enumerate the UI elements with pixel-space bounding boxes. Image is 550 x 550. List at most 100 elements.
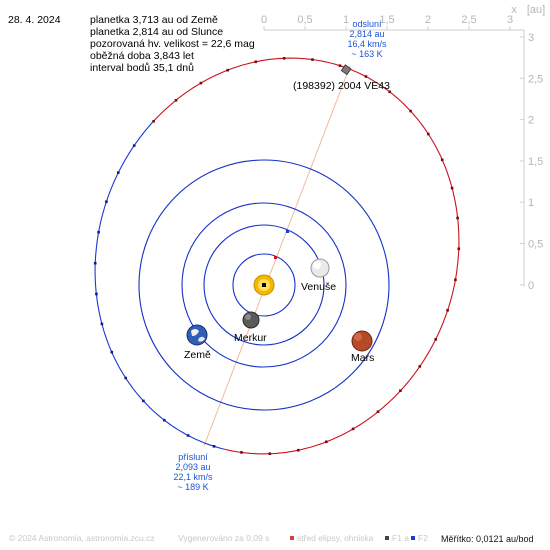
x-axis-tick-label: 2,5	[461, 14, 476, 26]
y-axis-unit: [au]	[527, 4, 545, 16]
asteroid-position-dot	[418, 365, 422, 368]
y-axis-tick-label: 0	[528, 280, 534, 292]
mars-label: Mars	[351, 352, 374, 364]
sun-icon	[253, 274, 275, 296]
asteroid-position-dot	[376, 410, 380, 413]
asteroid-position-dot	[440, 158, 444, 162]
asteroid-position-dot	[446, 309, 449, 312]
info-line: planetka 3,713 au od Země	[90, 14, 218, 26]
asteroid-position-dot	[132, 144, 136, 147]
asteroid-position-dot	[454, 278, 457, 282]
scale-text: Měřítko: 0,0121 au/bod	[441, 534, 534, 544]
planet-orbits	[138, 159, 390, 411]
mercury-icon	[242, 311, 260, 329]
asteroid-position-dot	[409, 109, 412, 113]
mars-orbit	[138, 159, 390, 411]
legend-f2-marker	[411, 536, 415, 540]
y-axis-tick-label: 1,5	[528, 156, 543, 168]
asteroid-position-dot	[388, 90, 391, 94]
legend-f1-marker	[385, 536, 389, 540]
mercury-label: Merkur	[234, 332, 267, 344]
asteroid-position-dot	[311, 58, 314, 61]
asteroid-position-dot	[338, 64, 342, 67]
x-axis-tick-label: 0	[261, 14, 267, 26]
x-axis-tick-label: 1,5	[379, 14, 394, 26]
y-axis-tick-label: 1	[528, 197, 534, 209]
asteroid-position-dot	[95, 292, 98, 296]
asteroid-position-dot	[212, 445, 216, 448]
asteroid-position-dot	[456, 216, 459, 220]
asteroid-position-dot	[105, 200, 108, 203]
info-line: pozorovaná hv. velikost = 22,6 mag	[90, 38, 255, 50]
x-axis-tick-label: 1	[343, 14, 349, 26]
x-axis-tick-label: 2	[425, 14, 431, 26]
aphelion-title: odsluní	[352, 19, 382, 29]
focus-marker	[286, 230, 289, 233]
copyright-text: © 2024 Astronomia, astronomia.zcu.cz	[9, 533, 155, 543]
asteroid-position-dot	[100, 322, 104, 326]
asteroid-position-dot	[186, 434, 190, 437]
asteroid-name-label: (198392) 2004 VE43	[293, 80, 390, 92]
asteroid-position-dot	[110, 350, 114, 354]
asteroid-orbit-blue-arc	[94, 120, 224, 450]
info-line: oběžná doba 3,843 let	[90, 50, 194, 62]
asteroid-position-dot	[282, 57, 286, 60]
asteroid-position-dot	[117, 171, 120, 174]
asteroid-orbit-red-arc	[153, 57, 460, 455]
y-axis-tick-label: 2,5	[528, 73, 543, 85]
asteroid-position-dot	[254, 60, 257, 64]
asteroid-position-dot	[199, 81, 203, 85]
aphelion-label: odsluní 2,814 au 16,4 km/s ~ 163 K	[347, 19, 387, 59]
asteroid-position-dot	[364, 75, 368, 78]
legend-f1-text: F1 a	[392, 533, 409, 543]
asteroid-position-dot	[240, 451, 243, 454]
x-axis-tick-label: 3	[507, 14, 513, 26]
asteroid-position-dot	[93, 261, 97, 265]
asteroid-icon	[340, 64, 352, 76]
x-axis-label: x	[511, 4, 517, 16]
asteroid-position-dot	[325, 440, 328, 444]
asteroid-position-dot	[226, 68, 229, 72]
asteroid-position-dot	[427, 132, 430, 136]
perihelion-speed: 22,1 km/s	[173, 472, 213, 482]
earth-label: Země	[184, 349, 211, 361]
asteroid-position-dot	[163, 418, 166, 422]
mercury-orbit	[232, 253, 296, 317]
perihelion-temperature: ~ 189 K	[177, 482, 208, 492]
earth-icon	[186, 324, 208, 346]
asteroid-position-dot	[457, 247, 461, 251]
info-line: interval bodů 35,1 dnů	[90, 62, 194, 74]
asteroid-position-points	[93, 57, 461, 455]
y-axis-tick-label: 0,5	[528, 239, 543, 251]
asteroid-position-dot	[399, 389, 402, 392]
aphelion-temperature: ~ 163 K	[351, 49, 382, 59]
venus-icon	[310, 258, 330, 278]
asteroid-position-dot	[124, 376, 127, 380]
asteroid-position-dot	[174, 99, 178, 102]
y-axis-tick-label: 2	[528, 115, 534, 127]
legend-center-text: střed elipsy, ohniska	[297, 533, 374, 543]
asteroid-position-dot	[97, 230, 100, 234]
venus-label: Venuše	[301, 281, 336, 293]
earth-orbit	[181, 202, 347, 368]
y-axis-tick-label: 3	[528, 32, 534, 44]
asteroid-position-dot	[450, 186, 454, 190]
venus-orbit	[203, 224, 325, 346]
ellipse-center-marker	[274, 256, 277, 259]
asteroid-position-dot	[434, 338, 437, 341]
footer: © 2024 Astronomia, astronomia.zcu.cz Vyg…	[9, 533, 534, 544]
asteroid-position-dot	[152, 120, 155, 123]
date-label: 28. 4. 2024	[8, 14, 61, 26]
asteroid-position-dot	[268, 452, 272, 455]
legend-center-marker	[290, 536, 294, 540]
perihelion-label: přísluní 2,093 au 22,1 km/s ~ 189 K	[173, 452, 213, 492]
aphelion-speed: 16,4 km/s	[347, 39, 387, 49]
legend-f2-text: F2	[418, 533, 428, 543]
asteroid-position-dot	[297, 448, 300, 452]
perihelion-distance: 2,093 au	[175, 462, 210, 472]
asteroid-position-dot	[142, 399, 145, 403]
